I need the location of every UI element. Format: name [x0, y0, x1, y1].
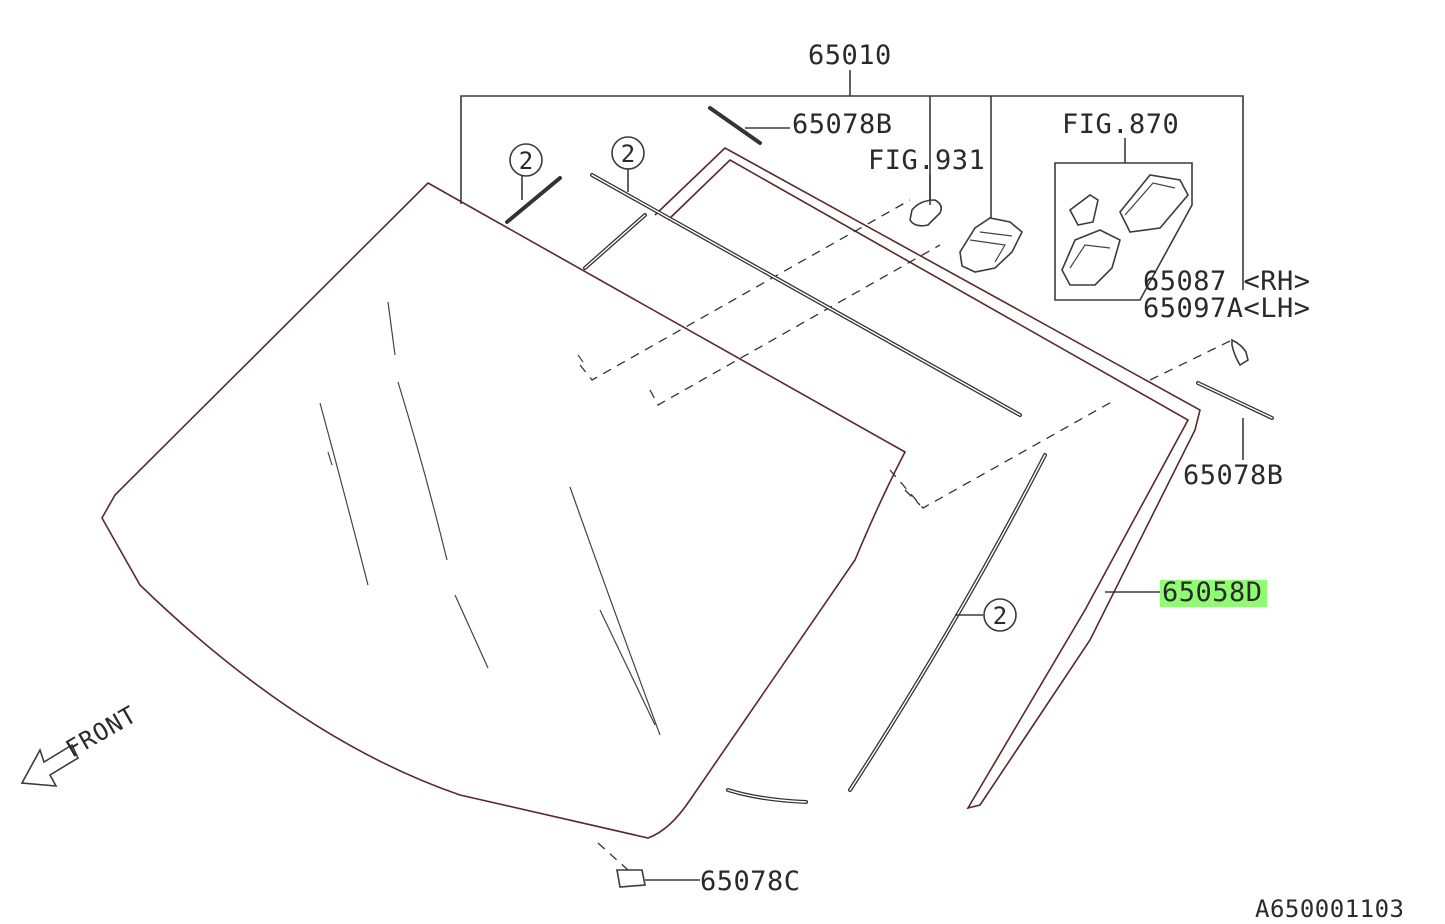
- assembly-bracket: [460, 70, 1244, 290]
- label-65087-rh: 65087 <RH>: [1143, 266, 1311, 297]
- label-65097a-lh: 65097A<LH>: [1143, 293, 1311, 324]
- label-fig-870: FIG.870: [1062, 109, 1179, 140]
- front-direction-arrow: FRONT: [20, 700, 142, 787]
- label-65078c: 65078C: [700, 866, 801, 897]
- callout-2-b: 2: [611, 136, 645, 170]
- label-65010: 65010: [808, 40, 892, 71]
- label-65078b-top: 65078B: [792, 109, 893, 140]
- front-label: FRONT: [61, 700, 142, 763]
- drawing-number: A650001103: [1255, 895, 1405, 919]
- windshield-glass: [101, 182, 907, 839]
- callout-2-a: 2: [509, 143, 543, 177]
- callout-number: 2: [993, 602, 1007, 630]
- label-fig-931: FIG.931: [868, 145, 985, 176]
- windshield-frame-seal: [654, 147, 1201, 810]
- sensor-clip-part: [909, 199, 942, 227]
- callout-number: 2: [621, 140, 635, 168]
- callout-number: 2: [519, 147, 533, 175]
- fig-870-box: [1054, 162, 1193, 301]
- label-65058d: 65058D: [1162, 577, 1263, 608]
- molding-strips: [505, 106, 1274, 804]
- leader-lines: [521, 127, 1244, 881]
- spacer-part: [616, 869, 646, 888]
- callout-2-c: 2: [983, 598, 1017, 632]
- dashed-projection-lines: [579, 199, 1233, 871]
- label-65078b-side: 65078B: [1183, 460, 1284, 491]
- mirror-bracket-part: [959, 217, 1023, 273]
- corner-clip-part: [1231, 338, 1249, 367]
- part-highlight: [1160, 580, 1267, 607]
